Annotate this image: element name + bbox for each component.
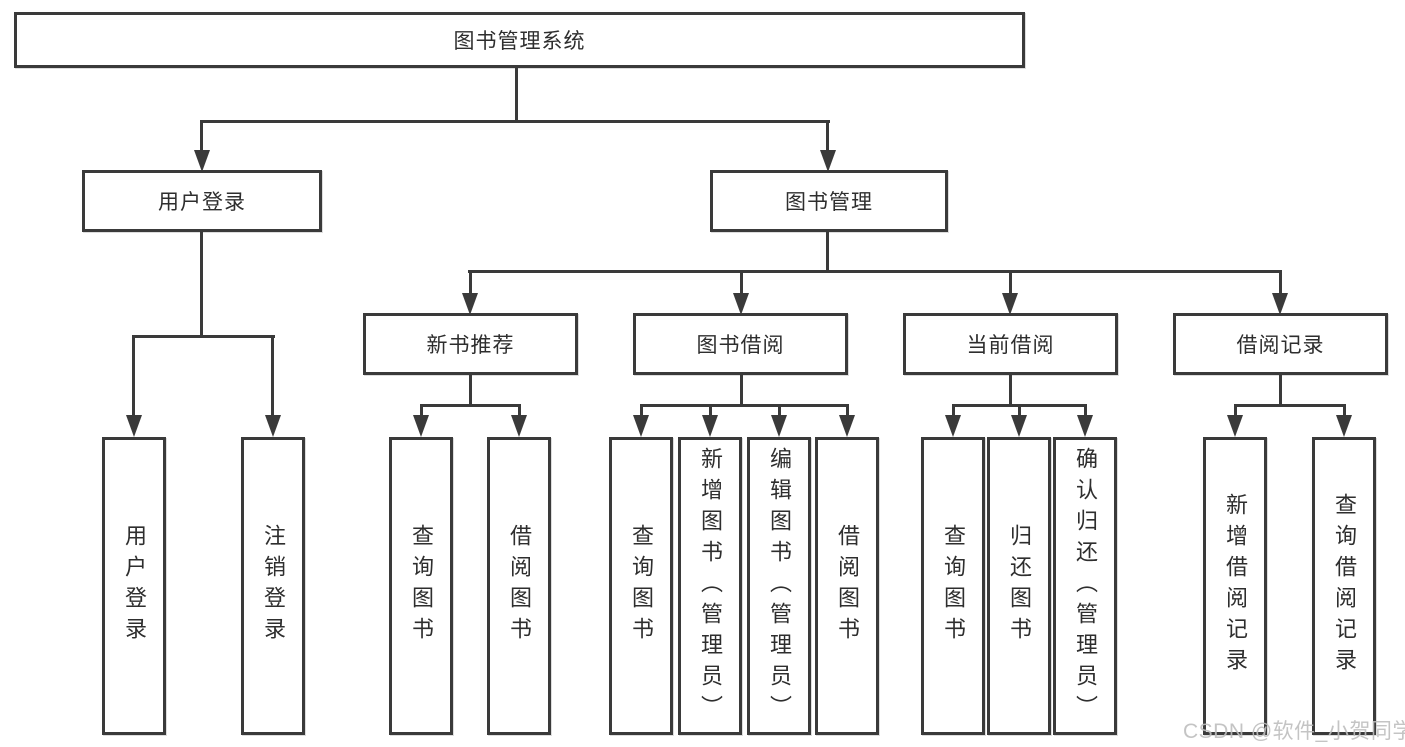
arrow-down-icon [511,415,527,437]
arrow-down-icon [1272,293,1288,315]
connector-line [420,404,521,407]
arrow-down-icon [1002,293,1018,315]
leaf-borrowing-query-books-label: 查询图书 [629,524,654,648]
arrow-down-icon [733,293,749,315]
arrow-down-icon [820,150,836,172]
connector-line [469,375,472,406]
leaf-borrowing-query-books: 查询图书 [609,437,673,735]
connector-line [420,404,423,417]
leaf-user-login-label: 用户登录 [122,524,147,648]
leaf-records-add-record-label: 新增借阅记录 [1223,493,1248,679]
connector-line [1279,270,1282,295]
connector-line [271,335,274,417]
connector-line [640,404,643,417]
node-new-book-recommend: 新书推荐 [363,313,578,375]
leaf-recommend-query-books-label: 查询图书 [409,524,434,648]
connector-line [640,404,849,407]
connector-line [826,120,829,152]
arrow-down-icon [633,415,649,437]
node-borrowing-records: 借阅记录 [1173,313,1388,375]
leaf-records-query-record: 查询借阅记录 [1312,437,1376,735]
connector-line [740,375,743,406]
node-root-label: 图书管理系统 [453,30,586,53]
arrow-down-icon [1077,415,1093,437]
connector-line [200,120,830,123]
arrow-down-icon [1011,415,1027,437]
leaf-records-query-record-label: 查询借阅记录 [1332,493,1357,679]
connector-line [826,232,829,273]
connector-line [1084,404,1087,417]
leaf-current-return-books-label: 归还图书 [1007,524,1032,648]
arrow-down-icon [462,293,478,315]
arrow-down-icon [839,415,855,437]
connector-line [846,404,849,417]
connector-line [1018,404,1021,417]
connector-line [1009,375,1012,406]
node-user-login: 用户登录 [82,170,322,232]
arrow-down-icon [265,415,281,437]
leaf-borrowing-edit-books: 编辑图书（管理员） [747,437,811,735]
leaf-records-add-record: 新增借阅记录 [1203,437,1267,735]
arrow-down-icon [1227,415,1243,437]
leaf-borrowing-borrow-books-label: 借阅图书 [835,524,860,648]
connector-line [1279,375,1282,406]
leaf-borrowing-add-books: 新增图书（管理员） [678,437,742,735]
node-current-borrowing-label: 当前借阅 [966,334,1055,357]
node-new-book-recommend-label: 新书推荐 [426,334,515,357]
connector-line [200,120,203,152]
connector-line [515,68,518,123]
arrow-down-icon [945,415,961,437]
leaf-borrowing-add-books-label: 新增图书（管理员） [698,446,723,726]
leaf-logout: 注销登录 [241,437,305,735]
connector-line [132,335,135,417]
csdn-watermark: CSDN @软件_小贺同学 [1183,720,1405,743]
arrow-down-icon [702,415,718,437]
node-book-borrowing: 图书借阅 [633,313,848,375]
connector-line [132,335,275,338]
connector-line [469,270,472,295]
leaf-current-confirm-return: 确认归还（管理员） [1053,437,1117,735]
connector-line [1234,404,1346,407]
leaf-current-return-books: 归还图书 [987,437,1051,735]
node-root: 图书管理系统 [14,12,1025,68]
leaf-logout-label: 注销登录 [261,524,286,648]
leaf-borrowing-edit-books-label: 编辑图书（管理员） [767,446,792,726]
arrow-down-icon [413,415,429,437]
connector-line [1009,270,1012,295]
leaf-user-login: 用户登录 [102,437,166,735]
leaf-recommend-query-books: 查询图书 [389,437,453,735]
node-user-login-label: 用户登录 [158,191,246,214]
connector-line [709,404,712,417]
node-borrowing-records-label: 借阅记录 [1236,334,1325,357]
leaf-current-query-books-label: 查询图书 [941,524,966,648]
connector-line [1343,404,1346,417]
connector-line [1234,404,1237,417]
connector-line [518,404,521,417]
connector-line [740,270,743,295]
arrow-down-icon [126,415,142,437]
connector-line [952,404,955,417]
arrow-down-icon [771,415,787,437]
node-current-borrowing: 当前借阅 [903,313,1118,375]
connector-line [778,404,781,417]
leaf-current-confirm-return-label: 确认归还（管理员） [1073,446,1098,726]
node-book-management-label: 图书管理 [785,191,873,214]
leaf-current-query-books: 查询图书 [921,437,985,735]
node-book-borrowing-label: 图书借阅 [696,334,785,357]
leaf-recommend-borrow-books: 借阅图书 [487,437,551,735]
leaf-borrowing-borrow-books: 借阅图书 [815,437,879,735]
connector-line [200,232,203,337]
arrow-down-icon [1336,415,1352,437]
node-book-management: 图书管理 [710,170,948,232]
connector-line [468,270,1282,273]
leaf-recommend-borrow-books-label: 借阅图书 [507,524,532,648]
arrow-down-icon [194,150,210,172]
